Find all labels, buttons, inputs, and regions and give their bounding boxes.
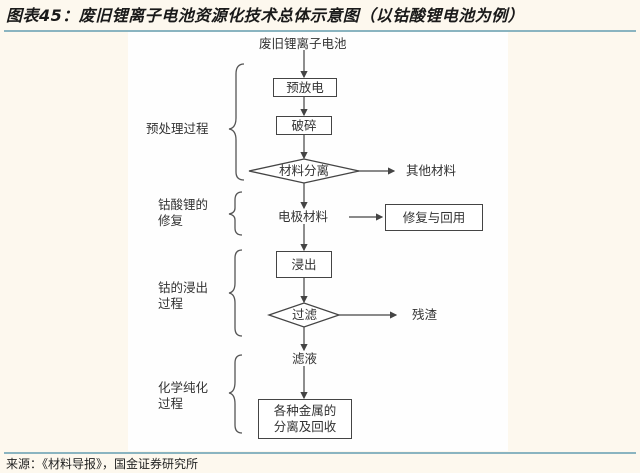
figure-title: 图表45：废旧锂离子电池资源化技术总体示意图（以钴酸锂电池为例）: [6, 6, 525, 25]
metal-recovery-line2: 分离及回收: [273, 419, 337, 434]
brace-chemical-purification: [228, 354, 243, 434]
step-repair-reuse: 修复与回用: [385, 204, 483, 231]
stage-chemical-purification: 化学纯化 过程: [158, 380, 208, 412]
top-divider: [4, 30, 636, 32]
step-crushing: 破碎: [276, 116, 332, 135]
brace-pretreatment: [228, 63, 245, 181]
decision-filtration-label: 过滤: [292, 307, 318, 322]
stage-chemical-purification-line1: 化学纯化: [158, 380, 209, 395]
node-filtrate: 滤液: [292, 351, 318, 366]
stage-cobalt-leaching-line2: 过程: [158, 296, 184, 311]
start-node-label: 废旧锂离子电池: [259, 36, 347, 51]
decision-material-separation-label: 材料分离: [279, 163, 330, 178]
step-metal-separation-recovery: 各种金属的 分离及回收: [258, 399, 352, 439]
stage-pretreatment: 预处理过程: [146, 121, 209, 136]
stage-cobalt-leaching: 钴的浸出 过程: [158, 280, 208, 312]
figure-source: 来源：《材料导报》，国金证券研究所: [6, 457, 199, 471]
stage-licoo2-repair-line2: 修复: [158, 213, 184, 228]
stage-chemical-purification-line2: 过程: [158, 396, 184, 411]
output-other-materials: 其他材料: [406, 163, 457, 178]
step-leaching: 浸出: [276, 251, 332, 278]
bottom-divider: [4, 452, 636, 454]
stage-cobalt-leaching-line1: 钴的浸出: [158, 280, 209, 295]
decision-material-separation: [248, 158, 360, 184]
brace-cobalt-leaching: [228, 249, 243, 337]
metal-recovery-line1: 各种金属的: [273, 403, 337, 418]
decision-filtration: [266, 302, 342, 328]
brace-licoo2-repair: [228, 191, 243, 236]
diagram-panel: [128, 32, 508, 451]
node-electrode-materials: 电极材料: [278, 209, 329, 224]
step-pre-discharge: 预放电: [273, 78, 337, 97]
stage-licoo2-repair: 钴酸锂的 修复: [158, 197, 208, 229]
stage-licoo2-repair-line1: 钴酸锂的: [158, 197, 209, 212]
output-residue: 残渣: [412, 307, 438, 322]
